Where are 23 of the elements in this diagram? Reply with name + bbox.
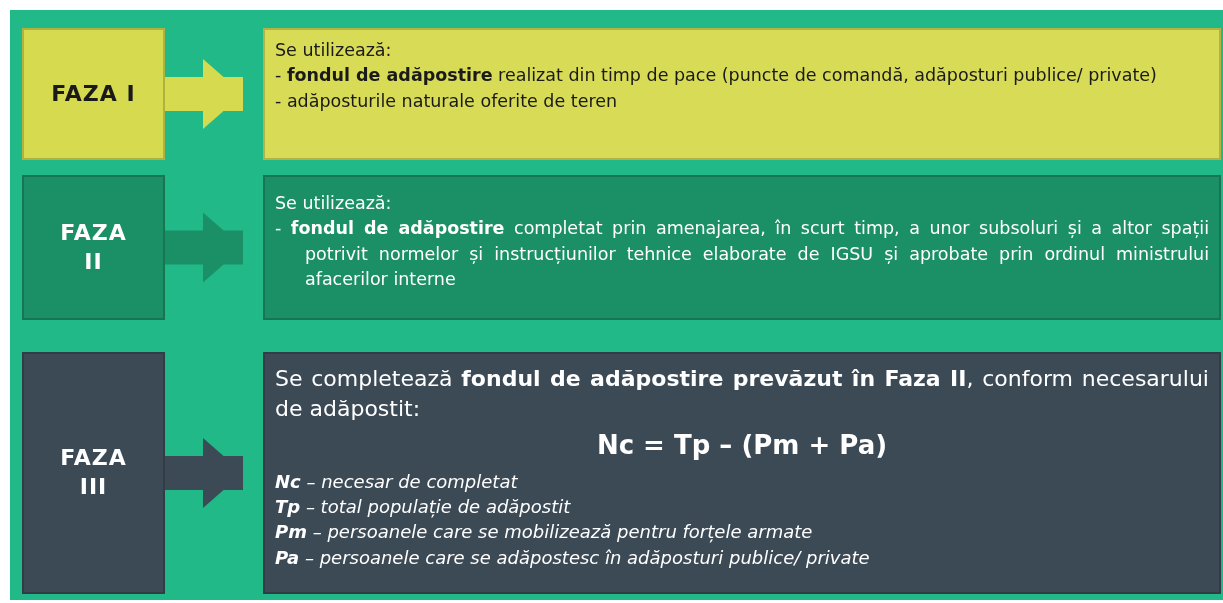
bullet-item: - fondul de adăpostire realizat din timp de pace (puncte de comandă, adăposturi publice/ private) [275,64,1158,88]
intro-text: Se utilizează: [275,192,393,215]
bullet-item: - adăposturile naturale oferite de teren [275,89,619,113]
description-box [263,175,1221,320]
phase-label: FAZA III [59,444,128,501]
phase-box [22,175,165,320]
definition-line: Nc – necesar de completat [275,470,519,495]
definition-line: Pa – persoanele care se adăpostesc în adăposturi publice/ private [275,545,871,570]
intro-text: Se utilizează: [275,39,393,62]
description-box [263,28,1221,160]
definition-line: Tp – total populație de adăpostit [275,495,572,520]
phase-box [22,28,165,160]
definition-line: Pm – persoanele care se mobilizează pentru forțele armate [275,520,814,545]
phase-label: FAZA II [59,218,128,276]
block-arrow [165,59,243,129]
phase-label: FAZA I [51,79,136,108]
block-arrow [165,438,243,508]
intro-text: Se completează fondul de adăpostire prevăzut în Faza II, conform necesarului de adăpostit: [275,365,1209,423]
block-arrow [165,212,243,283]
formula-text: Nc = Tp – (Pm + Pa) [595,429,889,463]
phase-box [22,352,165,594]
description-box [263,352,1221,594]
bullet-item: - fondul de adăpostire completat prin amenajarea, în scurt timp, a unor subsoluri și a altor spații potrivit normelor și instrucțiunilor tehnice elaborate de IGSU și aprobate prin ordinul ministrului afacerilor interne [275,217,1209,292]
